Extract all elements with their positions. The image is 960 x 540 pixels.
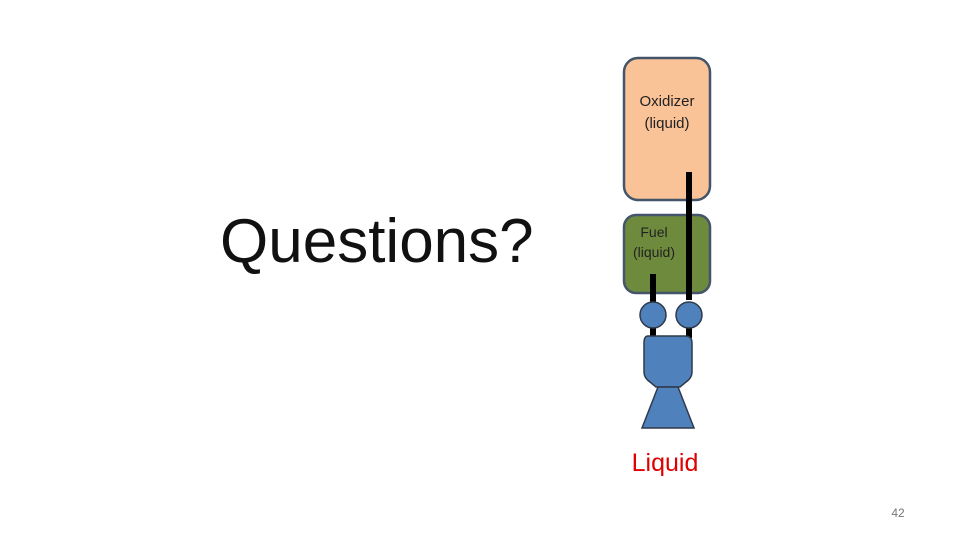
fuel-tank-label-line2: (liquid) xyxy=(633,244,675,260)
fuel-pump xyxy=(639,301,667,329)
oxidizer-pump xyxy=(675,301,703,329)
nozzle xyxy=(640,386,696,429)
oxidizer-tank-label-line2: (liquid) xyxy=(644,115,689,132)
combustion-chamber xyxy=(643,335,693,388)
oxidizer-tank xyxy=(622,56,712,202)
oxidizer-tank-label-line1: Oxidizer xyxy=(639,93,694,110)
questions-heading: Questions? xyxy=(220,207,534,276)
engine-type-label: Liquid xyxy=(631,449,699,477)
page-number: 42 xyxy=(891,506,905,520)
fuel-tank-label-line1: Fuel xyxy=(640,224,667,240)
